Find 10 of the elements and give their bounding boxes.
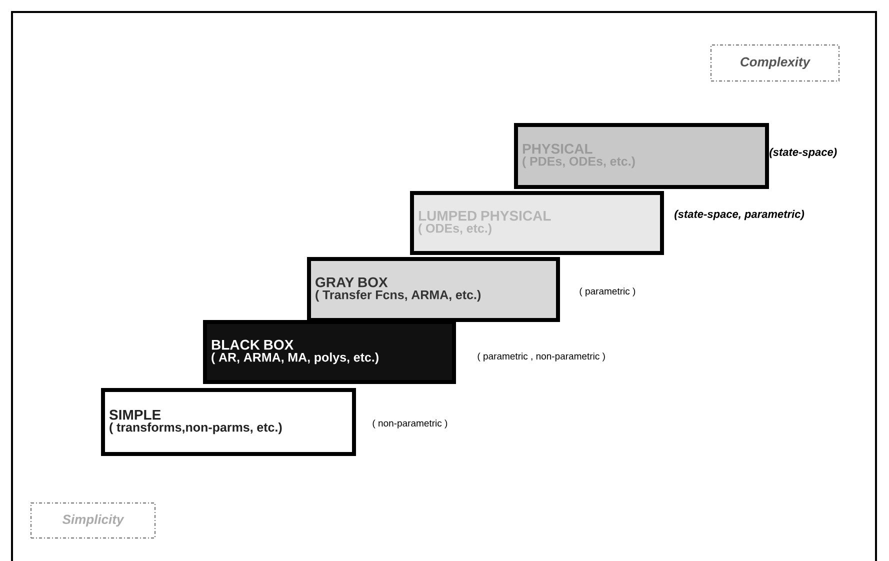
step-box: GRAY BOX ( Transfer Fcns, ARMA, etc.) [307, 257, 560, 322]
side-note: (state-space) [770, 148, 837, 158]
label-box: Complexity [710, 44, 840, 82]
side-note: (state-space, parametric) [674, 210, 804, 220]
side-note: ( non-parametric ) [372, 420, 448, 428]
step-box: SIMPLE ( transforms,non-parms, etc.) [101, 388, 356, 456]
side-note: ( parametric ) [580, 288, 636, 296]
label-box: Simplicity [30, 502, 156, 539]
step-box: BLACK BOX ( AR, ARMA, MA, polys, etc.) [203, 320, 456, 384]
side-note: ( parametric , non-parametric ) [478, 352, 605, 362]
